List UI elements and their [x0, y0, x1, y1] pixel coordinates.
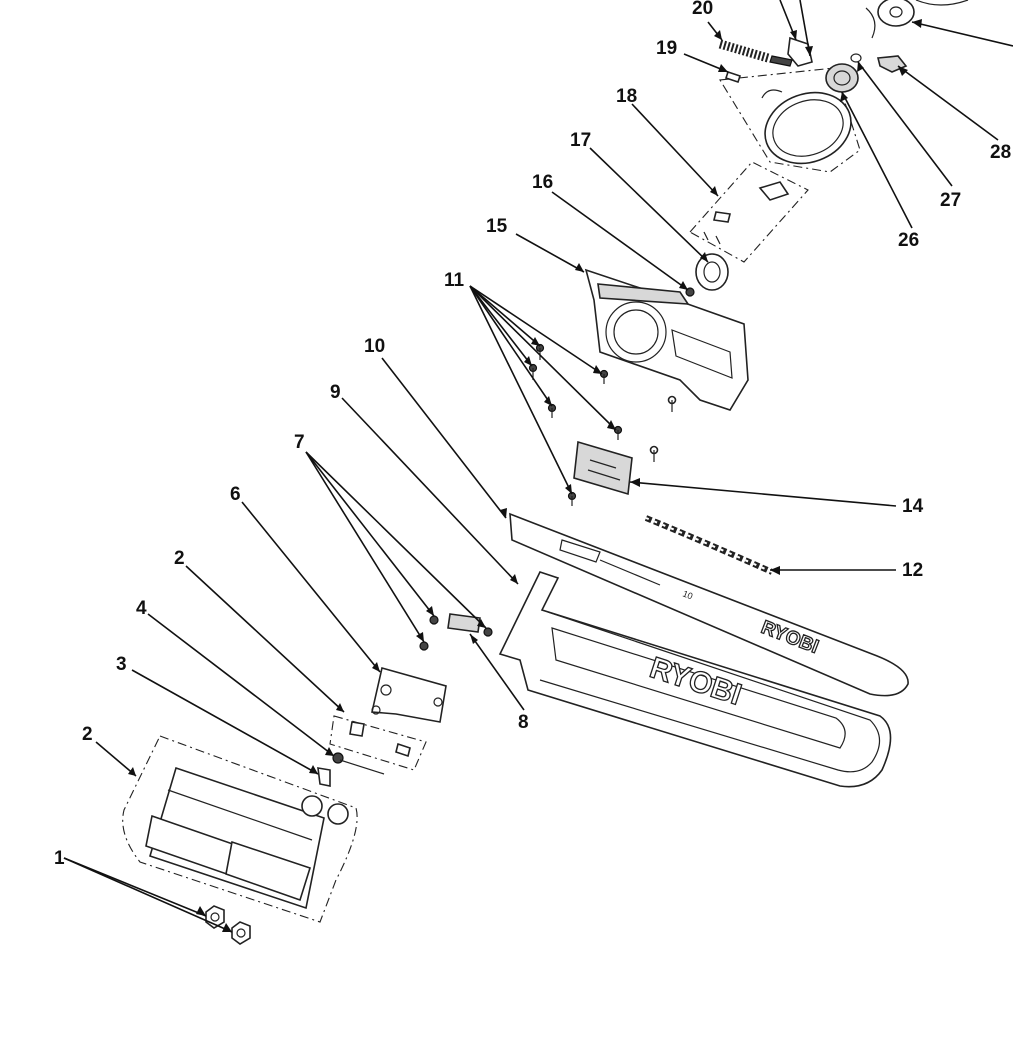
label-12: 12: [902, 560, 923, 581]
label-26: 26: [898, 230, 919, 251]
bar-plate: [573, 440, 633, 496]
leader-lines: [63, 0, 1013, 933]
sprocket-cover: [122, 735, 358, 923]
bar-nuts: [205, 905, 251, 945]
label-2-cover: 2: [82, 724, 93, 745]
label-6: 6: [230, 484, 241, 505]
tensioner-assembly: [371, 613, 493, 723]
label-2-group: 2: [174, 548, 185, 569]
clutch-parts: [825, 0, 969, 93]
label-14: 14: [902, 496, 924, 517]
label-19: 19: [656, 38, 677, 59]
sprocket: [685, 253, 729, 297]
brake-band: [719, 67, 861, 173]
label-10: 10: [364, 336, 385, 357]
label-7: 7: [294, 432, 305, 453]
sprocket-housing: [584, 268, 749, 411]
label-9: 9: [330, 382, 341, 403]
label-17: 17: [570, 130, 591, 151]
screws: [528, 343, 677, 506]
label-18: 18: [616, 86, 637, 107]
spring: [718, 36, 813, 67]
label-4: 4: [136, 598, 147, 619]
svg-text:10: 10: [681, 589, 694, 602]
label-3: 3: [116, 654, 127, 675]
label-15: 15: [486, 216, 508, 237]
label-11: 11: [444, 270, 465, 291]
label-20: 20: [692, 0, 713, 19]
label-28: 28: [990, 142, 1011, 163]
arrowheads: [128, 19, 922, 932]
part-labels: 1 2 3 4 2 6 7 8 9 10 11 12 14 15 16 17 1…: [54, 0, 1011, 869]
clip-group: [689, 161, 809, 263]
label-27: 27: [940, 190, 961, 211]
label-8: 8: [518, 712, 529, 733]
saw-chain: [644, 515, 774, 575]
label-16: 16: [532, 172, 553, 193]
label-1: 1: [54, 848, 65, 869]
adjuster-group: [317, 715, 427, 787]
